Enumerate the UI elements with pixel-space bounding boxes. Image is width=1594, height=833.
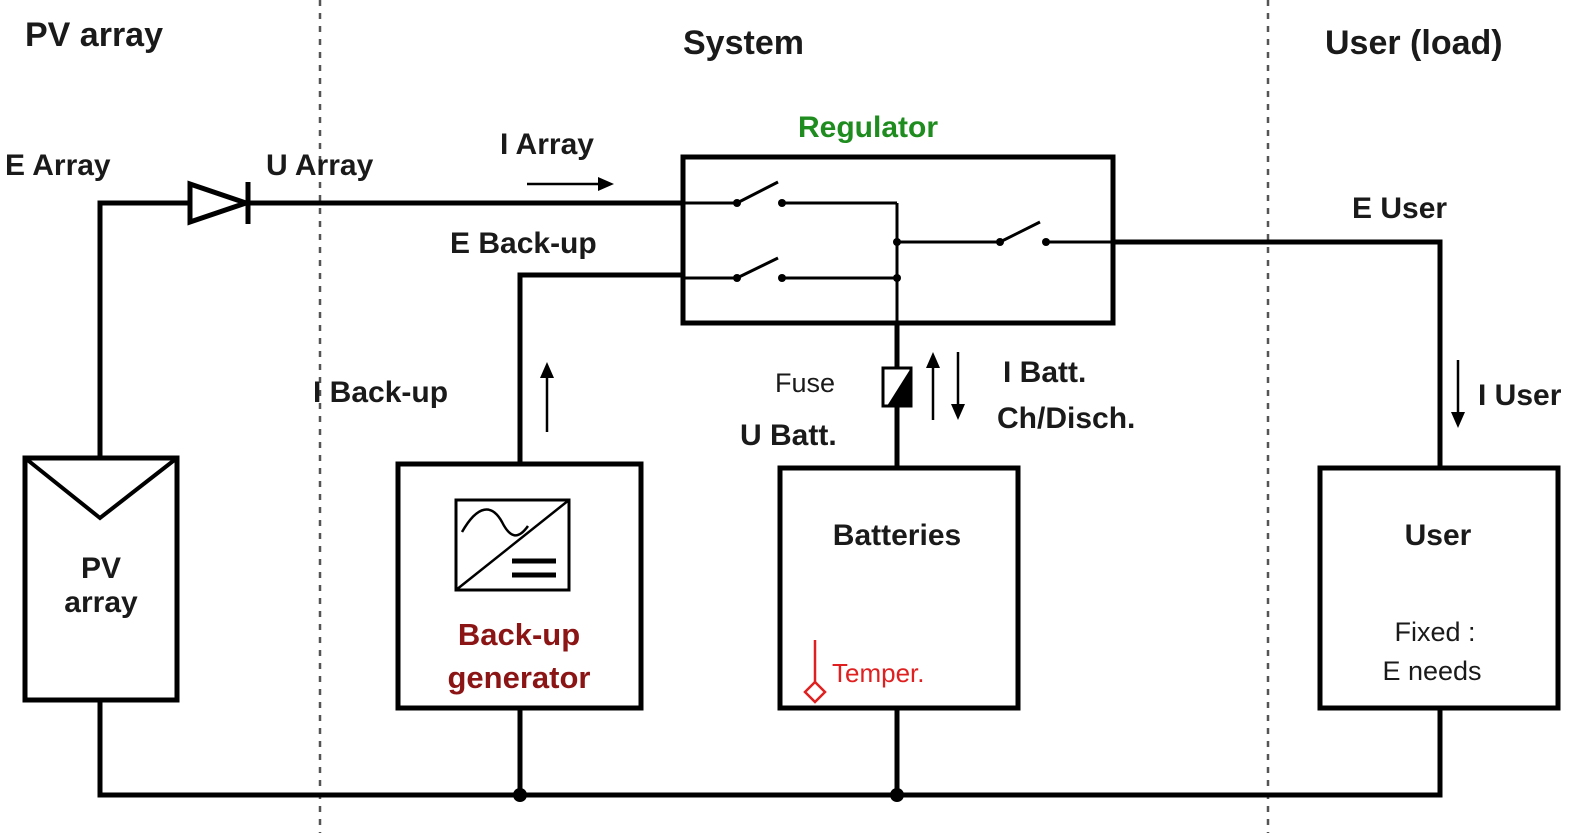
pv-array-box [22, 455, 180, 703]
wire-pv-array [97, 200, 190, 458]
i-batt-up-arrow-icon [926, 352, 940, 420]
i-user-label: I User [1478, 379, 1562, 412]
fuse-label: Fuse [775, 368, 835, 398]
pv-panel-icon [23, 456, 179, 521]
regulator-switches [683, 180, 1112, 323]
section-user-load: User (load) [1325, 24, 1503, 62]
e-user-label: E User [1352, 192, 1447, 225]
wire-return-bus [97, 700, 1443, 798]
i-backup-label: I Back-up [313, 376, 448, 409]
batteries-box [777, 465, 1021, 711]
i-array-label: I Array [500, 128, 594, 161]
ac-dc-converter-icon [454, 498, 571, 592]
temperature-label: Temper. [832, 658, 925, 688]
i-batt-label: I Batt. [1003, 356, 1086, 389]
junction-dot [513, 788, 527, 802]
i-array-arrow-icon [527, 177, 614, 191]
i-backup-arrow-icon [540, 362, 554, 432]
wire-backup-to-regulator [517, 272, 683, 464]
section-system: System [683, 24, 804, 62]
user-fixed-label: Fixed : [1394, 617, 1475, 647]
u-batt-label: U Batt. [740, 419, 837, 452]
diode-icon [187, 180, 254, 226]
fuse-icon [881, 366, 913, 408]
regulator-label: Regulator [798, 111, 938, 144]
e-array-label: E Array [5, 149, 111, 182]
batteries-label: Batteries [833, 519, 961, 552]
i-batt-down-arrow-icon [951, 352, 965, 420]
i-user-arrow-icon [1451, 360, 1465, 428]
user-e-needs-label: E needs [1382, 656, 1481, 686]
wire-regulator-to-user [1112, 239, 1443, 468]
backup-generator-label-line2: generator [448, 660, 591, 695]
junction-dot [890, 788, 904, 802]
user-box [1317, 465, 1561, 711]
backup-generator-label-line1: Back-up [458, 617, 580, 652]
ch-disch-label: Ch/Disch. [997, 402, 1135, 435]
u-array-label: U Array [266, 149, 374, 182]
e-backup-label: E Back-up [450, 227, 597, 260]
user-label: User [1405, 519, 1472, 552]
section-pv-array: PV array [25, 16, 163, 54]
pv-array-label-line2: array [64, 586, 138, 619]
pv-array-label-line1: PV [81, 552, 121, 585]
thermometer-icon [803, 640, 827, 704]
